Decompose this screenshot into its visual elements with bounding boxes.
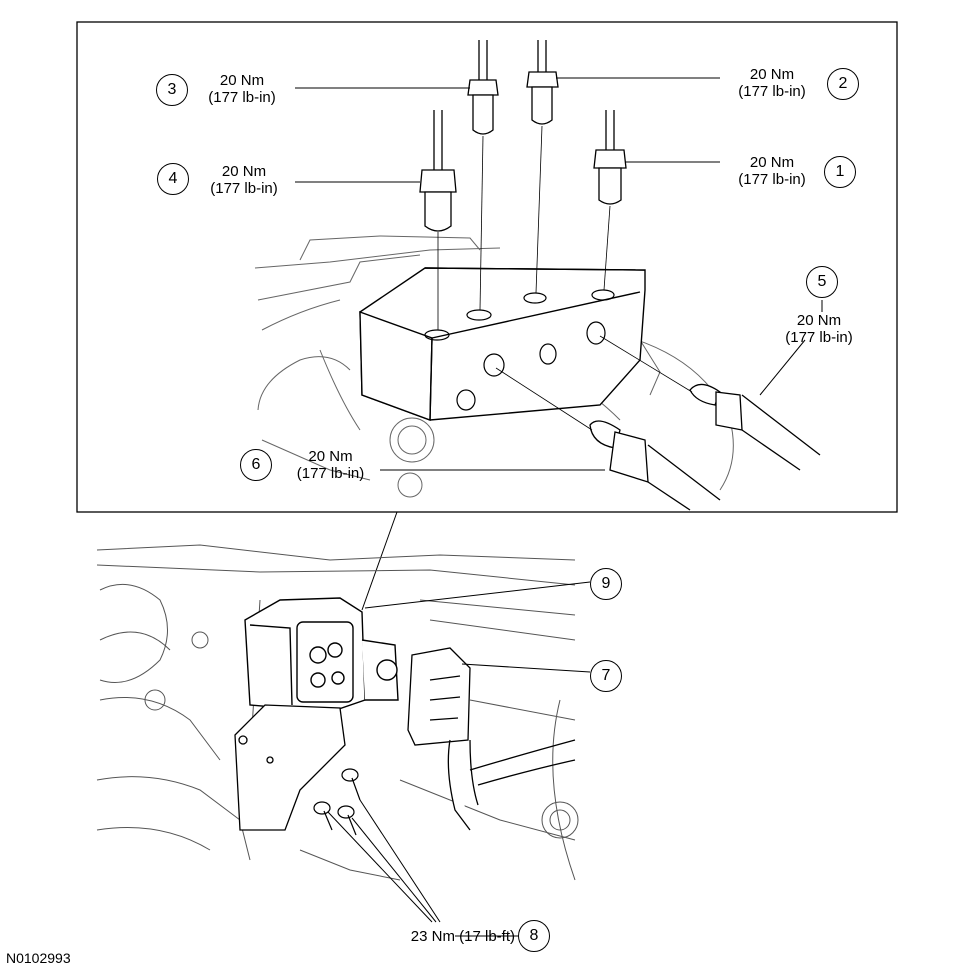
bolts [313,768,361,836]
callout-4: 4 [157,163,189,195]
detail-frame [76,21,898,513]
tube-fittings-side [589,383,821,511]
torque-nm-5: 20 Nm [796,312,842,329]
callout-5: 5 [806,266,838,298]
figure-id: N0102993 [6,950,71,966]
torque-label-2: 20 Nm (177 lb-in) [722,66,822,100]
callout-1: 1 [824,156,856,188]
leader-lines-lower [327,581,591,937]
torque-imp-1: (177 lb-in) [738,171,806,188]
hcu-block [359,267,646,421]
callout-2: 2 [827,68,859,100]
torque-label-1: 20 Nm (177 lb-in) [722,154,822,188]
torque-label-5: 20 Nm (177 lb-in) [764,312,874,346]
engine-compartment [96,544,579,881]
port-holes [424,289,615,411]
torque-nm-2: 20 Nm [749,66,795,83]
callout-7: 7 [590,660,622,692]
torque-imp-5: (177 lb-in) [785,329,853,346]
detail-background [254,235,734,498]
callout-8: 8 [518,920,550,952]
torque-imp-6: (177 lb-in) [296,465,365,482]
leader-lines [295,77,823,471]
torque-label-8: 23 Nm (17 lb-ft) [410,928,515,945]
bracket [234,704,346,831]
torque-label-4: 20 Nm (177 lb-in) [194,163,294,197]
harness-connector [407,647,576,831]
alignment-lines [437,125,611,330]
detail-connector [361,511,398,611]
torque-nm-6: 20 Nm [308,448,353,465]
abs-module [244,597,399,713]
torque-imp-2: (177 lb-in) [738,83,806,100]
torque-label-6: 20 Nm (177 lb-in) [278,448,383,482]
callout-3: 3 [156,74,188,106]
torque-label-3: 20 Nm (177 lb-in) [192,72,292,106]
callout-6: 6 [240,449,272,481]
callout-9: 9 [590,568,622,600]
tube-fittings-top [419,40,627,232]
torque-nm-1: 20 Nm [749,154,795,171]
side-alignment-lines [495,335,693,431]
torque-nm-4: 20 Nm [221,163,267,180]
torque-imp-3: (177 lb-in) [208,89,276,106]
torque-imp-4: (177 lb-in) [210,180,278,197]
torque-nm-3: 20 Nm [219,72,265,89]
